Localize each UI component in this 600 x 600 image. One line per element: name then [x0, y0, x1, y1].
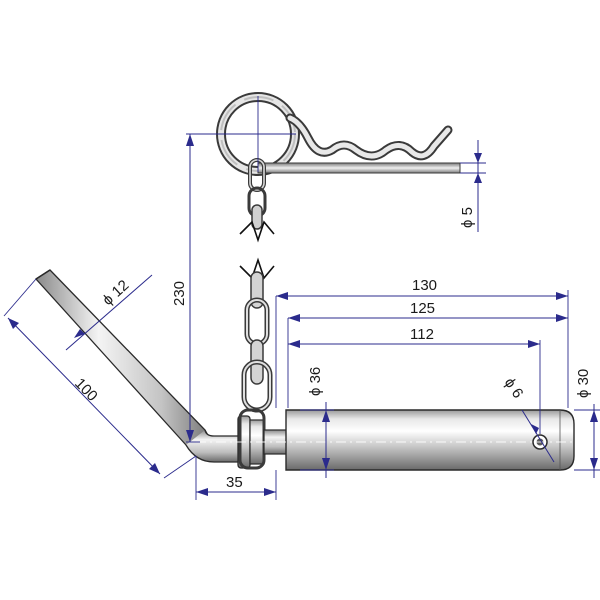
- head-diameter-label: ϕ 30: [575, 369, 592, 398]
- chain-lower: [241, 271, 273, 413]
- pin-diameter-label: ϕ 36: [307, 367, 324, 396]
- dimension-lines: [3, 96, 600, 500]
- length-112-label: 112: [410, 326, 434, 343]
- handle-length-label: 100: [71, 375, 101, 405]
- offset-35-label: 35: [226, 474, 243, 491]
- hole-diameter-label: ϕ 6: [501, 375, 527, 402]
- clip-wire-diameter-label: ϕ 5: [459, 207, 476, 228]
- length-125-label: 125: [410, 300, 435, 317]
- chain-icon: [247, 158, 267, 230]
- overall-length-label: 130: [412, 277, 437, 294]
- overall-height-label: 230: [171, 281, 188, 306]
- handle-diameter-label: ϕ 12: [99, 277, 132, 309]
- hitch-pin-icon: [35, 269, 580, 471]
- break-mark-icon: [239, 220, 275, 280]
